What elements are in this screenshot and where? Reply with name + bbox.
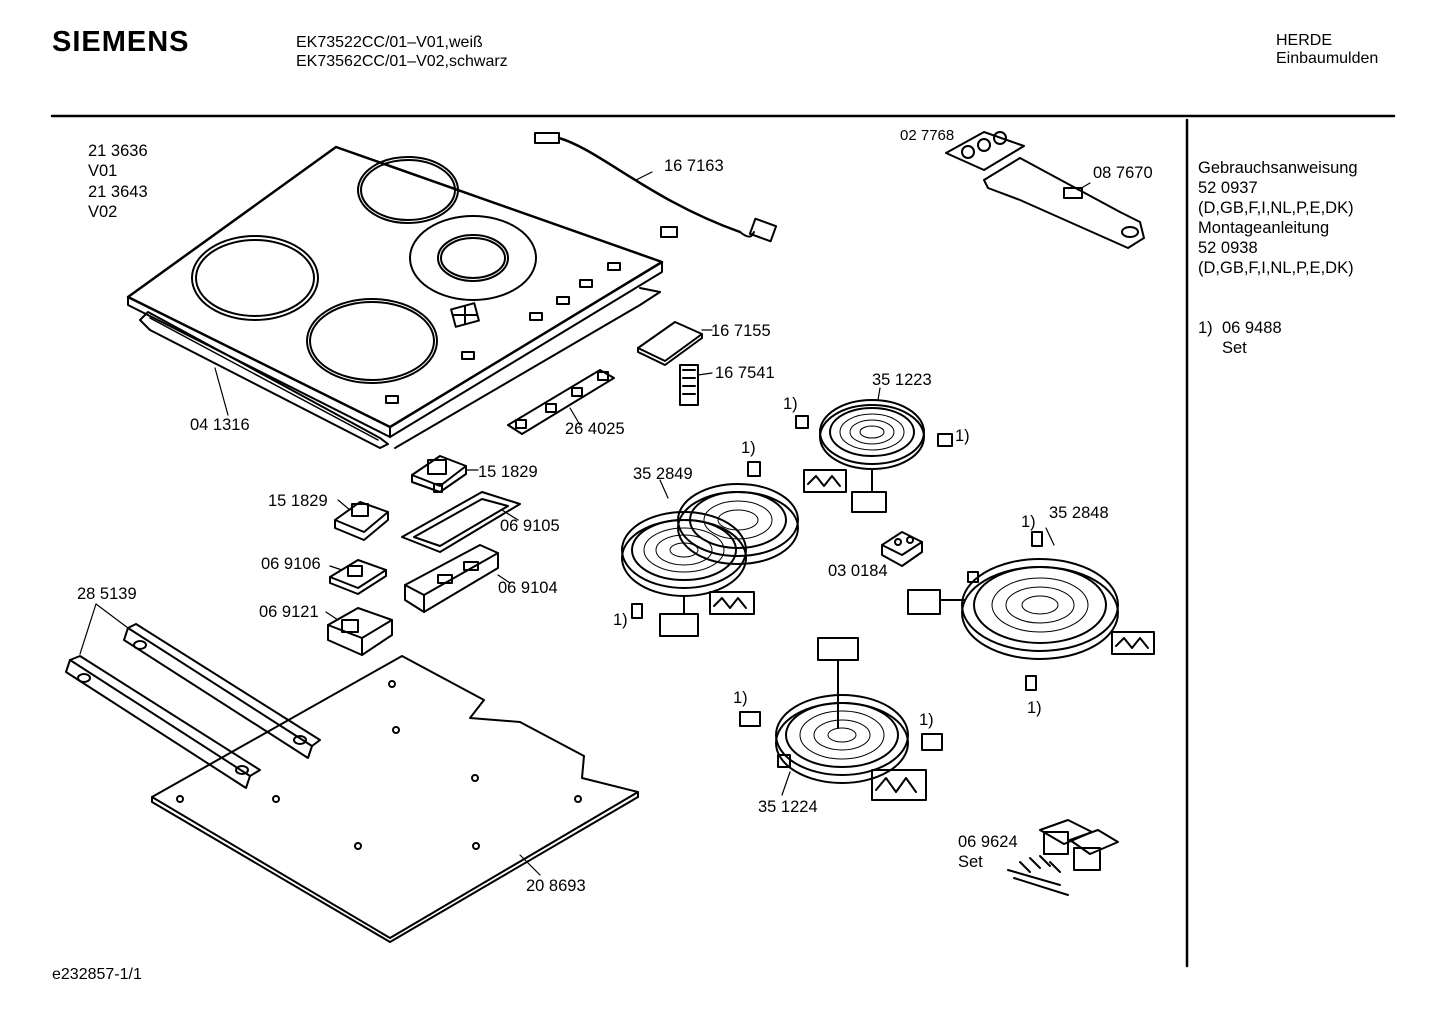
- bracket-part: [325, 607, 393, 656]
- footnote-marker: 1): [741, 439, 756, 457]
- part-label-351224: 35 1224: [758, 798, 818, 816]
- switch-part-lower: [334, 499, 389, 541]
- category-line-1: HERDE: [1276, 32, 1333, 49]
- part-label-151829-upper: 15 1829: [478, 463, 538, 481]
- part-label-087670: 08 7670: [1093, 164, 1153, 182]
- set-note-marker: 1): [1198, 319, 1213, 337]
- footnote-marker: 1): [613, 611, 628, 629]
- model-line-1: EK73522CC/01–V01,weiß: [296, 34, 483, 51]
- footnote-marker: 1): [733, 689, 748, 707]
- part-label-167541: 16 7541: [715, 364, 775, 382]
- part-label-213636: 21 3636: [88, 142, 148, 160]
- part-label-264025: 26 4025: [565, 420, 625, 438]
- footnote-marker: 1): [919, 711, 934, 729]
- terminal-part: [881, 531, 923, 567]
- footnote-marker: 1): [1027, 699, 1042, 717]
- heater-351223-part: [795, 387, 953, 513]
- part-label-069105: 06 9105: [500, 517, 560, 535]
- mounting-rails-part: [65, 603, 321, 789]
- model-line-2: EK73562CC/01–V02,schwarz: [296, 53, 508, 70]
- doc2-langs: (D,GB,F,I,NL,P,E,DK): [1198, 259, 1354, 277]
- heater-352848-part: [907, 527, 1155, 691]
- cover-part: [329, 559, 387, 595]
- doc1-title: Gebrauchsanweisung: [1198, 159, 1358, 177]
- base-plate-part: [151, 655, 639, 943]
- cable-part: [534, 132, 778, 243]
- footnote-marker: 1): [955, 427, 970, 445]
- window-frame-part: [401, 491, 521, 553]
- part-label-352849: 35 2849: [633, 465, 693, 483]
- doc1-number: 52 0937: [1198, 179, 1258, 197]
- connector-set-part: [1007, 819, 1119, 896]
- control-board-part: [637, 321, 713, 366]
- heater-352849-part: [621, 461, 799, 637]
- part-label-208693: 20 8693: [526, 877, 586, 895]
- part-label-151829-lower: 15 1829: [268, 492, 328, 510]
- part-label-069624-set: Set: [958, 853, 983, 871]
- part-label-213643: 21 3643: [88, 183, 148, 201]
- part-label-285139: 28 5139: [77, 585, 137, 603]
- cooktop-glass-part: [126, 145, 664, 438]
- part-label-167163: 16 7163: [664, 157, 724, 175]
- doc1-langs: (D,GB,F,I,NL,P,E,DK): [1198, 199, 1354, 217]
- footnote-marker: 1): [783, 395, 798, 413]
- sensor-strip-part: [507, 369, 615, 435]
- part-label-352848: 35 2848: [1049, 504, 1109, 522]
- gasket-part: [139, 287, 661, 449]
- ribbon-cable-part: [679, 364, 713, 406]
- part-label-069121: 06 9121: [259, 603, 319, 621]
- footnote-marker: 1): [1021, 513, 1036, 531]
- variant-label-v02: V02: [88, 203, 118, 221]
- drawing-id: e232857-1/1: [52, 966, 142, 983]
- set-note-text: Set: [1222, 339, 1247, 357]
- part-label-069624: 06 9624: [958, 833, 1018, 851]
- heater-351224-part: [739, 637, 943, 801]
- part-label-069104: 06 9104: [498, 579, 558, 597]
- switch-part-upper: [411, 455, 479, 493]
- brand-logo: SIEMENS: [52, 26, 190, 58]
- part-label-167155: 16 7155: [711, 322, 771, 340]
- part-label-027768: 02 7768: [900, 127, 955, 144]
- doc2-number: 52 0938: [1198, 239, 1258, 257]
- part-label-030184: 03 0184: [828, 562, 888, 580]
- part-label-041316: 04 1316: [190, 416, 250, 434]
- variant-label-v01: V01: [88, 162, 118, 180]
- part-label-351223: 35 1223: [872, 371, 932, 389]
- tool-part: [945, 131, 1145, 249]
- part-label-069106: 06 9106: [261, 555, 321, 573]
- doc2-title: Montageanleitung: [1198, 219, 1330, 237]
- category-line-2: Einbaumulden: [1276, 50, 1379, 67]
- housing-part: [404, 544, 511, 613]
- set-note-number: 06 9488: [1222, 319, 1282, 337]
